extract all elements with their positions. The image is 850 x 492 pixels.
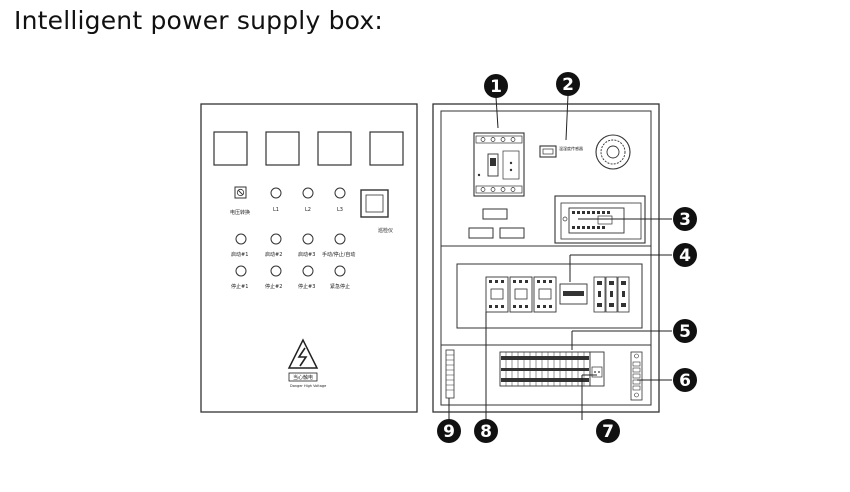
- callout-8: 8: [474, 419, 498, 443]
- terminal-block-b: [468, 227, 494, 239]
- emergency-stop-button: [334, 265, 346, 277]
- terminal-strip-vertical: [445, 349, 455, 399]
- start-button-2: [270, 233, 282, 245]
- warning-sublabel: Danger High Voltage: [290, 384, 326, 388]
- contactor-3: [533, 276, 557, 313]
- callout-6-number: 6: [679, 371, 691, 391]
- stop-button-1: [235, 265, 247, 277]
- contactor-2: [509, 276, 533, 313]
- sensor-label: 温湿度传感器: [559, 145, 583, 151]
- stop-button-3: [302, 265, 314, 277]
- lamp-l2: [302, 187, 314, 199]
- callout-3-number: 3: [679, 210, 691, 230]
- callout-5-number: 5: [679, 322, 691, 342]
- lamp-l1: [270, 187, 282, 199]
- callout-9-number: 9: [443, 422, 455, 442]
- start-label-1: 启动#1: [231, 251, 248, 258]
- phase-label-l2: L2: [305, 207, 311, 213]
- stop-button-2: [270, 265, 282, 277]
- start-label-2: 启动#2: [265, 251, 282, 258]
- meter-4: [369, 131, 404, 166]
- callout-6: 6: [673, 368, 697, 392]
- callout-5: 5: [673, 319, 697, 343]
- meter-2: [265, 131, 300, 166]
- warning-label: 当心触电: [293, 374, 313, 381]
- contactor-1: [485, 276, 509, 313]
- phase-label-l3: L3: [337, 207, 343, 213]
- start-button-1: [235, 233, 247, 245]
- stop-label-1: 停止#1: [231, 283, 248, 290]
- voltage-switch-label: 电压转换: [230, 209, 250, 216]
- callout-1-number: 1: [490, 77, 502, 97]
- start-label-3: 启动#3: [298, 251, 315, 258]
- terminal-block-a: [482, 208, 508, 220]
- high-voltage-warning-icon: [287, 338, 319, 369]
- emergency-stop-label: 紧急停止: [330, 283, 350, 290]
- callout-7: 7: [596, 419, 620, 443]
- stop-label-3: 停止#3: [298, 283, 315, 290]
- phase-label-l1: L1: [273, 207, 279, 213]
- callout-4-number: 4: [679, 246, 691, 266]
- callout-3: 3: [673, 207, 697, 231]
- callout-7-number: 7: [602, 422, 614, 442]
- lamp-l3: [334, 187, 346, 199]
- mode-label: 手动/停止/自动: [322, 251, 355, 258]
- callout-9: 9: [437, 419, 461, 443]
- callout-2-number: 2: [562, 75, 574, 95]
- terminal-block-c: [499, 227, 525, 239]
- page-title: Intelligent power supply box:: [14, 6, 384, 35]
- stop-label-2: 停止#2: [265, 283, 282, 290]
- main-circuit-breaker: [473, 132, 525, 197]
- start-button-3: [302, 233, 314, 245]
- callout-8-number: 8: [480, 422, 492, 442]
- meter-3: [317, 131, 352, 166]
- callout-1: 1: [484, 74, 508, 98]
- instrument-label: 巡检仪: [378, 227, 393, 234]
- meter-1: [213, 131, 248, 166]
- callout-2: 2: [556, 72, 580, 96]
- mode-selector: [334, 233, 346, 245]
- callout-4: 4: [673, 243, 697, 267]
